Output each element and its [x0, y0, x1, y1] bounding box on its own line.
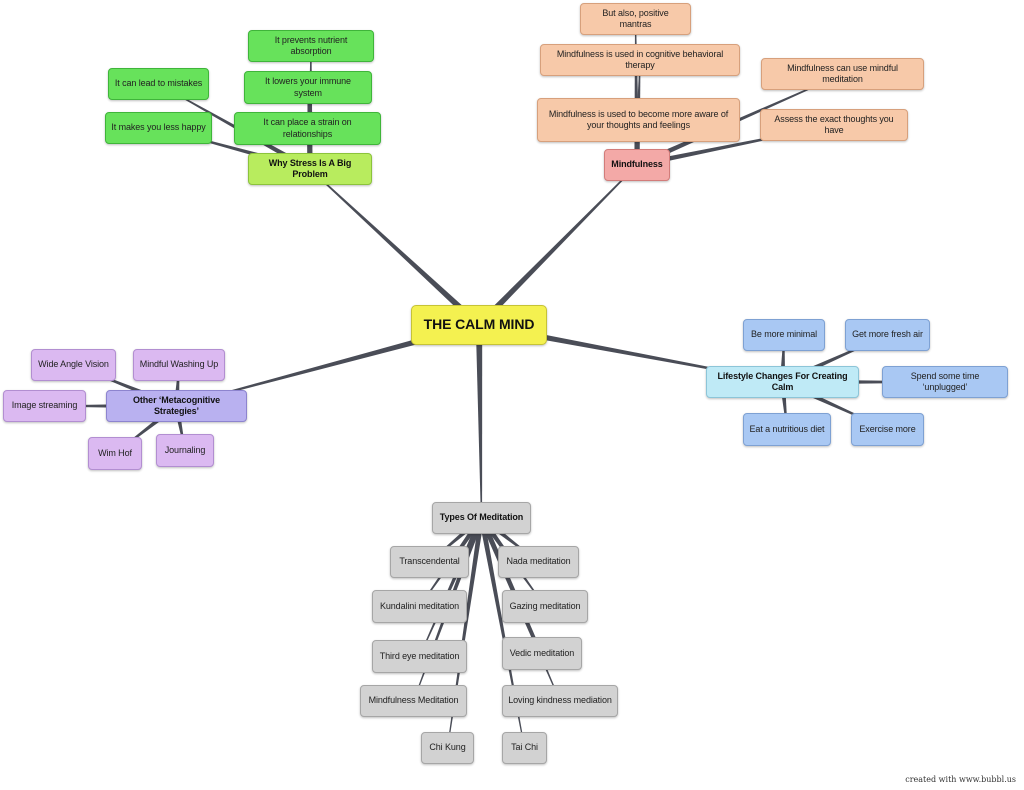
- leaf-node-mindfulness-meditation[interactable]: Mindfulness Meditation: [360, 685, 467, 717]
- leaf-node-gazing[interactable]: Gazing meditation: [502, 590, 588, 623]
- leaf-node-wide-angle[interactable]: Wide Angle Vision: [31, 349, 116, 381]
- branch-node-stress[interactable]: Why Stress Is A Big Problem: [248, 153, 372, 185]
- leaf-node-unplugged[interactable]: Spend some time ‘unplugged’: [882, 366, 1008, 398]
- leaf-node-vedic[interactable]: Vedic meditation: [502, 637, 582, 670]
- leaf-node-aware-thoughts[interactable]: Mindfulness is used to become more aware…: [537, 98, 740, 142]
- leaf-node-minimal[interactable]: Be more minimal: [743, 319, 825, 351]
- leaf-node-third-eye[interactable]: Third eye meditation: [372, 640, 467, 673]
- branch-node-meditation[interactable]: Types Of Meditation: [432, 502, 531, 534]
- leaf-node-nutritious-diet[interactable]: Eat a nutritious diet: [743, 413, 831, 446]
- leaf-node-immune[interactable]: It lowers your immune system: [244, 71, 372, 104]
- connector-root-mind: [476, 164, 638, 328]
- leaf-node-nada[interactable]: Nada meditation: [498, 546, 579, 578]
- leaf-node-nutrient[interactable]: It prevents nutrient absorption: [248, 30, 374, 62]
- leaf-node-chi-kung[interactable]: Chi Kung: [421, 732, 474, 764]
- leaf-node-mantras[interactable]: But also, positive mantras: [580, 3, 691, 35]
- leaf-node-image-streaming[interactable]: Image streaming: [3, 390, 86, 422]
- branch-node-metacognitive[interactable]: Other ‘Metacognitive Strategies’: [106, 390, 247, 422]
- leaf-node-tai-chi[interactable]: Tai Chi: [502, 732, 547, 764]
- leaf-node-relationships[interactable]: It can place a strain on relationships: [234, 112, 381, 145]
- leaf-node-journaling[interactable]: Journaling: [156, 434, 214, 467]
- leaf-node-assess-thoughts[interactable]: Assess the exact thoughts you have: [760, 109, 908, 141]
- leaf-node-washing-up[interactable]: Mindful Washing Up: [133, 349, 225, 381]
- root-node[interactable]: THE CALM MIND: [411, 305, 547, 345]
- leaf-node-wim-hof[interactable]: Wim Hof: [88, 437, 142, 470]
- branch-node-lifestyle[interactable]: Lifestyle Changes For Creating Calm: [706, 366, 859, 398]
- branch-node-mindfulness[interactable]: Mindfulness: [604, 149, 670, 181]
- leaf-node-mistakes[interactable]: It can lead to mistakes: [108, 68, 209, 100]
- leaf-node-loving-kindness[interactable]: Loving kindness mediation: [502, 685, 618, 717]
- credit-text: created with www.bubbl.us: [905, 775, 1016, 784]
- connector-root-meta: [176, 321, 480, 407]
- leaf-node-kundalini[interactable]: Kundalini meditation: [372, 590, 467, 623]
- connector-root-stress: [309, 168, 482, 328]
- leaf-node-fresh-air[interactable]: Get more fresh air: [845, 319, 930, 351]
- connector-root-med: [475, 324, 483, 519]
- leaf-node-cbt[interactable]: Mindfulness is used in cognitive behavio…: [540, 44, 740, 76]
- leaf-node-less-happy[interactable]: It makes you less happy: [105, 112, 212, 144]
- leaf-node-transcendental[interactable]: Transcendental: [390, 546, 469, 578]
- leaf-node-mindful-meditation[interactable]: Mindfulness can use mindful meditation: [761, 58, 924, 90]
- leaf-node-exercise[interactable]: Exercise more: [851, 413, 924, 446]
